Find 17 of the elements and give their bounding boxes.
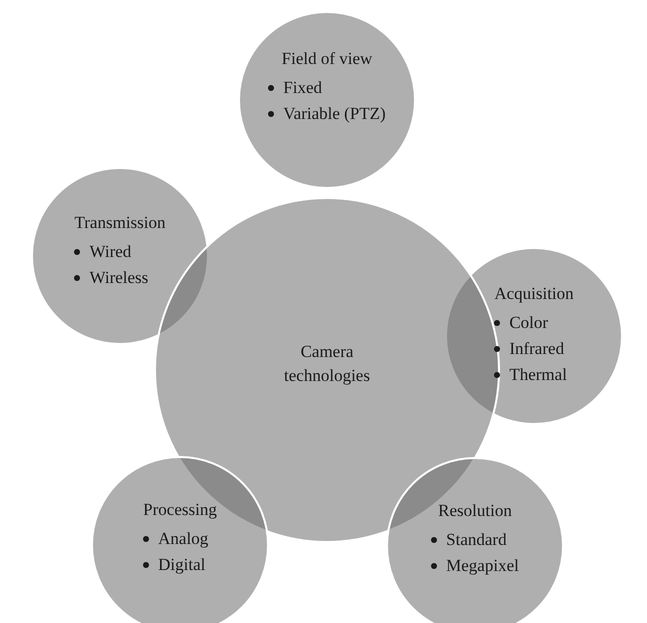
bullet-item: Thermal — [509, 364, 567, 386]
category-heading: Processing — [143, 498, 217, 521]
bullet-item: Standard — [446, 528, 507, 550]
bullet-item: Infrared — [509, 338, 564, 360]
category-heading: Transmission — [74, 212, 166, 234]
bullet-item: Fixed — [283, 76, 322, 98]
topic-title: Camera technologies — [283, 341, 371, 387]
bullet-item: Megapixel — [446, 554, 519, 577]
bullet-item: Analog — [158, 528, 208, 550]
category-heading: Resolution — [438, 500, 512, 522]
bullet-item: Color — [509, 312, 548, 334]
bullet-item: Wired — [89, 240, 132, 262]
category-heading: Field of view — [282, 48, 372, 70]
category-heading: Acquisition — [494, 282, 574, 305]
bullet-item: Variable (PTZ) — [283, 102, 386, 124]
bullet-item: Digital — [158, 554, 206, 576]
bullet-item: Wireless — [89, 266, 148, 288]
